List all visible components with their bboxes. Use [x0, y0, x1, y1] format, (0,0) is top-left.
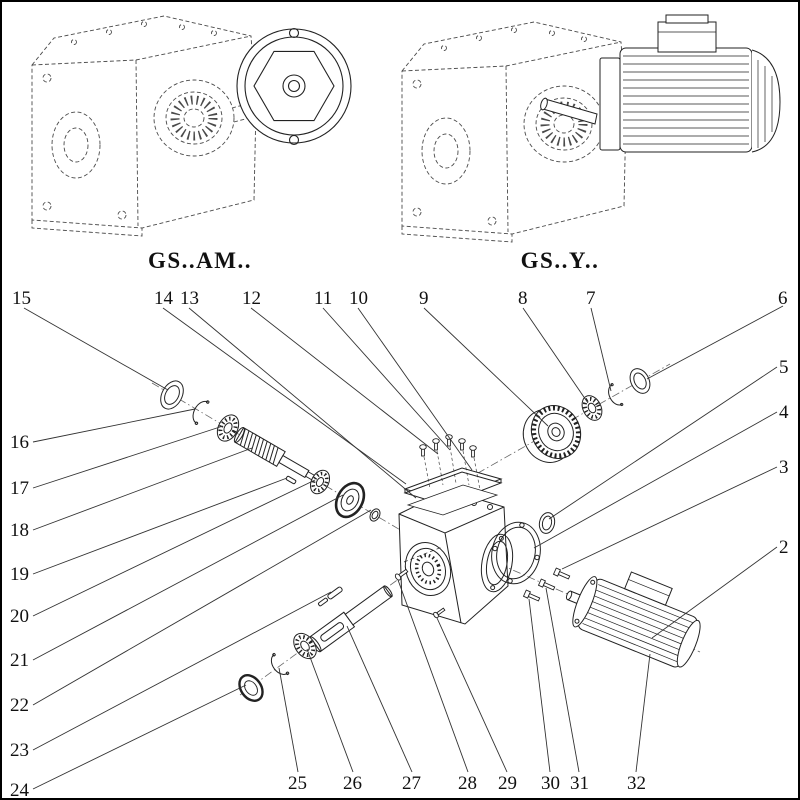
- callout-31: 31: [570, 773, 589, 794]
- callout-17: 17: [10, 478, 29, 499]
- variant-label-gs-am: GS..AM..: [148, 248, 252, 273]
- callout-28: 28: [458, 773, 477, 794]
- seal-ring: [160, 380, 184, 410]
- output-shaft-stub: [540, 97, 598, 125]
- motor-exploded: [565, 571, 701, 668]
- helical-gear: [522, 405, 582, 463]
- seal-ring-2: [629, 368, 651, 394]
- callout-15: 15: [12, 288, 31, 309]
- callout-20: 20: [10, 606, 29, 627]
- callout-19: 19: [10, 564, 29, 585]
- callout-5: 5: [779, 357, 789, 378]
- bearing-3: [581, 395, 603, 421]
- callout-16: 16: [10, 432, 29, 453]
- retaining-ring: [192, 400, 210, 425]
- assembled-gearbox-flange: [32, 16, 352, 236]
- bearing-4: [293, 632, 317, 660]
- output-shaft: [308, 585, 393, 653]
- callout-24: 24: [10, 780, 29, 800]
- leader-lines: [23, 305, 784, 790]
- motor-top: [599, 14, 781, 153]
- bearing: [216, 414, 240, 442]
- callout-30: 30: [541, 773, 560, 794]
- o-ring: [369, 508, 381, 522]
- callout-6: 6: [778, 288, 788, 309]
- dowel-pin: [317, 597, 329, 607]
- callout-21: 21: [10, 650, 29, 671]
- callout-25: 25: [288, 773, 307, 794]
- set-screw-2: [433, 607, 446, 619]
- shaft-key-2: [327, 586, 343, 600]
- callout-3: 3: [779, 457, 789, 478]
- callout-10: 10: [349, 288, 368, 309]
- callout-11: 11: [314, 288, 333, 309]
- callout-22: 22: [10, 695, 29, 716]
- washer-disc: [334, 481, 366, 519]
- callout-9: 9: [419, 288, 429, 309]
- output-flange: [236, 27, 352, 146]
- callout-12: 12: [242, 288, 261, 309]
- callout-2: 2: [779, 537, 789, 558]
- seal-washer: [238, 674, 264, 702]
- retaining-ring-3: [270, 652, 290, 676]
- gearbox-housing: [398, 489, 514, 625]
- mounting-bolts: [522, 567, 571, 602]
- callout-4: 4: [779, 402, 789, 423]
- set-screw: [394, 568, 409, 581]
- variant-label-gs-y: GS..Y..: [520, 248, 600, 273]
- callout-23: 23: [10, 740, 29, 761]
- callout-13: 13: [180, 288, 199, 309]
- shaft-key: [285, 475, 297, 485]
- callout-8: 8: [518, 288, 528, 309]
- callout-32: 32: [627, 773, 646, 794]
- bearing-2: [309, 469, 331, 495]
- callout-18: 18: [10, 520, 29, 541]
- callout-7: 7: [586, 288, 596, 309]
- callout-26: 26: [343, 773, 362, 794]
- callout-29: 29: [498, 773, 517, 794]
- top-cover-plate: [403, 467, 503, 516]
- output-gasket: [491, 521, 541, 585]
- callout-27: 27: [402, 773, 421, 794]
- callout-14: 14: [154, 288, 173, 309]
- assembled-gearbox-motor: [402, 14, 781, 242]
- worm-shaft: [233, 426, 316, 481]
- shaft-seal: [538, 512, 556, 534]
- cover-screws: [419, 434, 481, 491]
